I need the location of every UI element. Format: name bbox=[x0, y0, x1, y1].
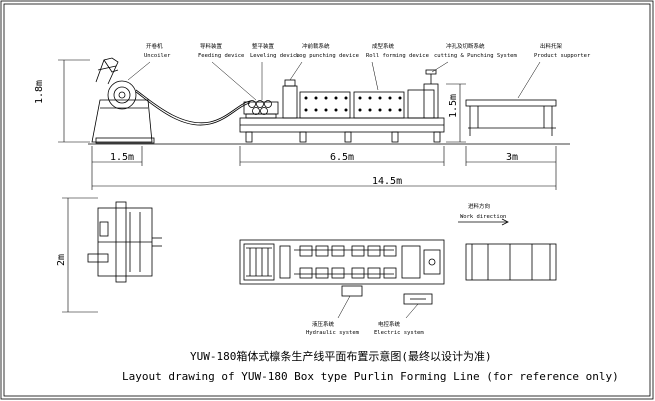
rollforming-label-cn: 成型系统 bbox=[372, 42, 395, 50]
product-supporter-drawing bbox=[465, 99, 557, 136]
cutting-height-dim: 1.5m bbox=[448, 94, 459, 118]
uncoiler-drawing bbox=[91, 57, 155, 144]
feeding-label-cn: 导料装置 bbox=[200, 42, 223, 50]
roll-forming-drawing bbox=[299, 91, 405, 119]
uncoiler-length-dim: 1.5m bbox=[110, 152, 134, 163]
prepunch-drawing bbox=[282, 85, 298, 119]
uncoiler-label-en: Uncoiler bbox=[144, 53, 171, 59]
cutting-system-drawing bbox=[407, 69, 439, 119]
electric-system-plan bbox=[403, 293, 433, 305]
prepunch-label-cn: 冲前裁系统 bbox=[302, 42, 330, 50]
elevation-view: 开卷机 Uncoiler 导料装置 Feeding device 整平装置 Le… bbox=[34, 42, 591, 190]
product-supporter-plan bbox=[465, 243, 557, 281]
hydraulic-label-cn: 液压系统 bbox=[312, 320, 335, 328]
main-line-plan bbox=[239, 239, 445, 285]
forming-length-dim: 6.5m bbox=[330, 152, 354, 163]
title-en: Layout drawing of YUW-180 Box type Purli… bbox=[122, 370, 619, 383]
electric-label-en: Electric system bbox=[374, 330, 424, 336]
support-label-cn: 出料托架 bbox=[540, 42, 563, 50]
work-direction-label-en: Work direction bbox=[460, 214, 506, 220]
plan-width-dim: 2m bbox=[56, 254, 67, 266]
electric-label-cn: 电控系统 bbox=[378, 320, 401, 328]
prepunch-label-en: Log punching device bbox=[296, 53, 359, 59]
work-direction-label-cn: 进料方向 bbox=[468, 202, 490, 210]
work-direction-indicator: 进料方向 Work direction bbox=[458, 202, 509, 226]
uncoiler-plan bbox=[87, 201, 162, 283]
rollforming-label-en: Roll forming device bbox=[366, 53, 429, 59]
support-length-dim: 3m bbox=[506, 152, 518, 163]
drawing-border-inner bbox=[3, 3, 651, 397]
cutting-label-cn: 冲孔及切断系统 bbox=[446, 42, 485, 50]
leveling-label-cn: 整平装置 bbox=[252, 42, 275, 50]
plan-view: 2m bbox=[56, 197, 557, 336]
hydraulic-label-en: Hydraulic system bbox=[306, 330, 360, 336]
hydraulic-system-plan bbox=[341, 285, 363, 297]
support-label-en: Product supporter bbox=[534, 53, 591, 59]
cutting-label-en: cutting & Punching System bbox=[434, 53, 517, 59]
uncoiler-height-dim: 1.8m bbox=[34, 80, 45, 104]
title-cn: YUW-180箱体式檩条生产线平面布置示意图(最终以设计为准) bbox=[190, 349, 492, 363]
total-length-dim: 14.5m bbox=[372, 176, 402, 187]
uncoiler-label-cn: 开卷机 bbox=[146, 42, 163, 50]
leveling-label-en: Leveling device bbox=[250, 53, 300, 59]
feeding-label-en: Feeding device bbox=[198, 53, 244, 59]
